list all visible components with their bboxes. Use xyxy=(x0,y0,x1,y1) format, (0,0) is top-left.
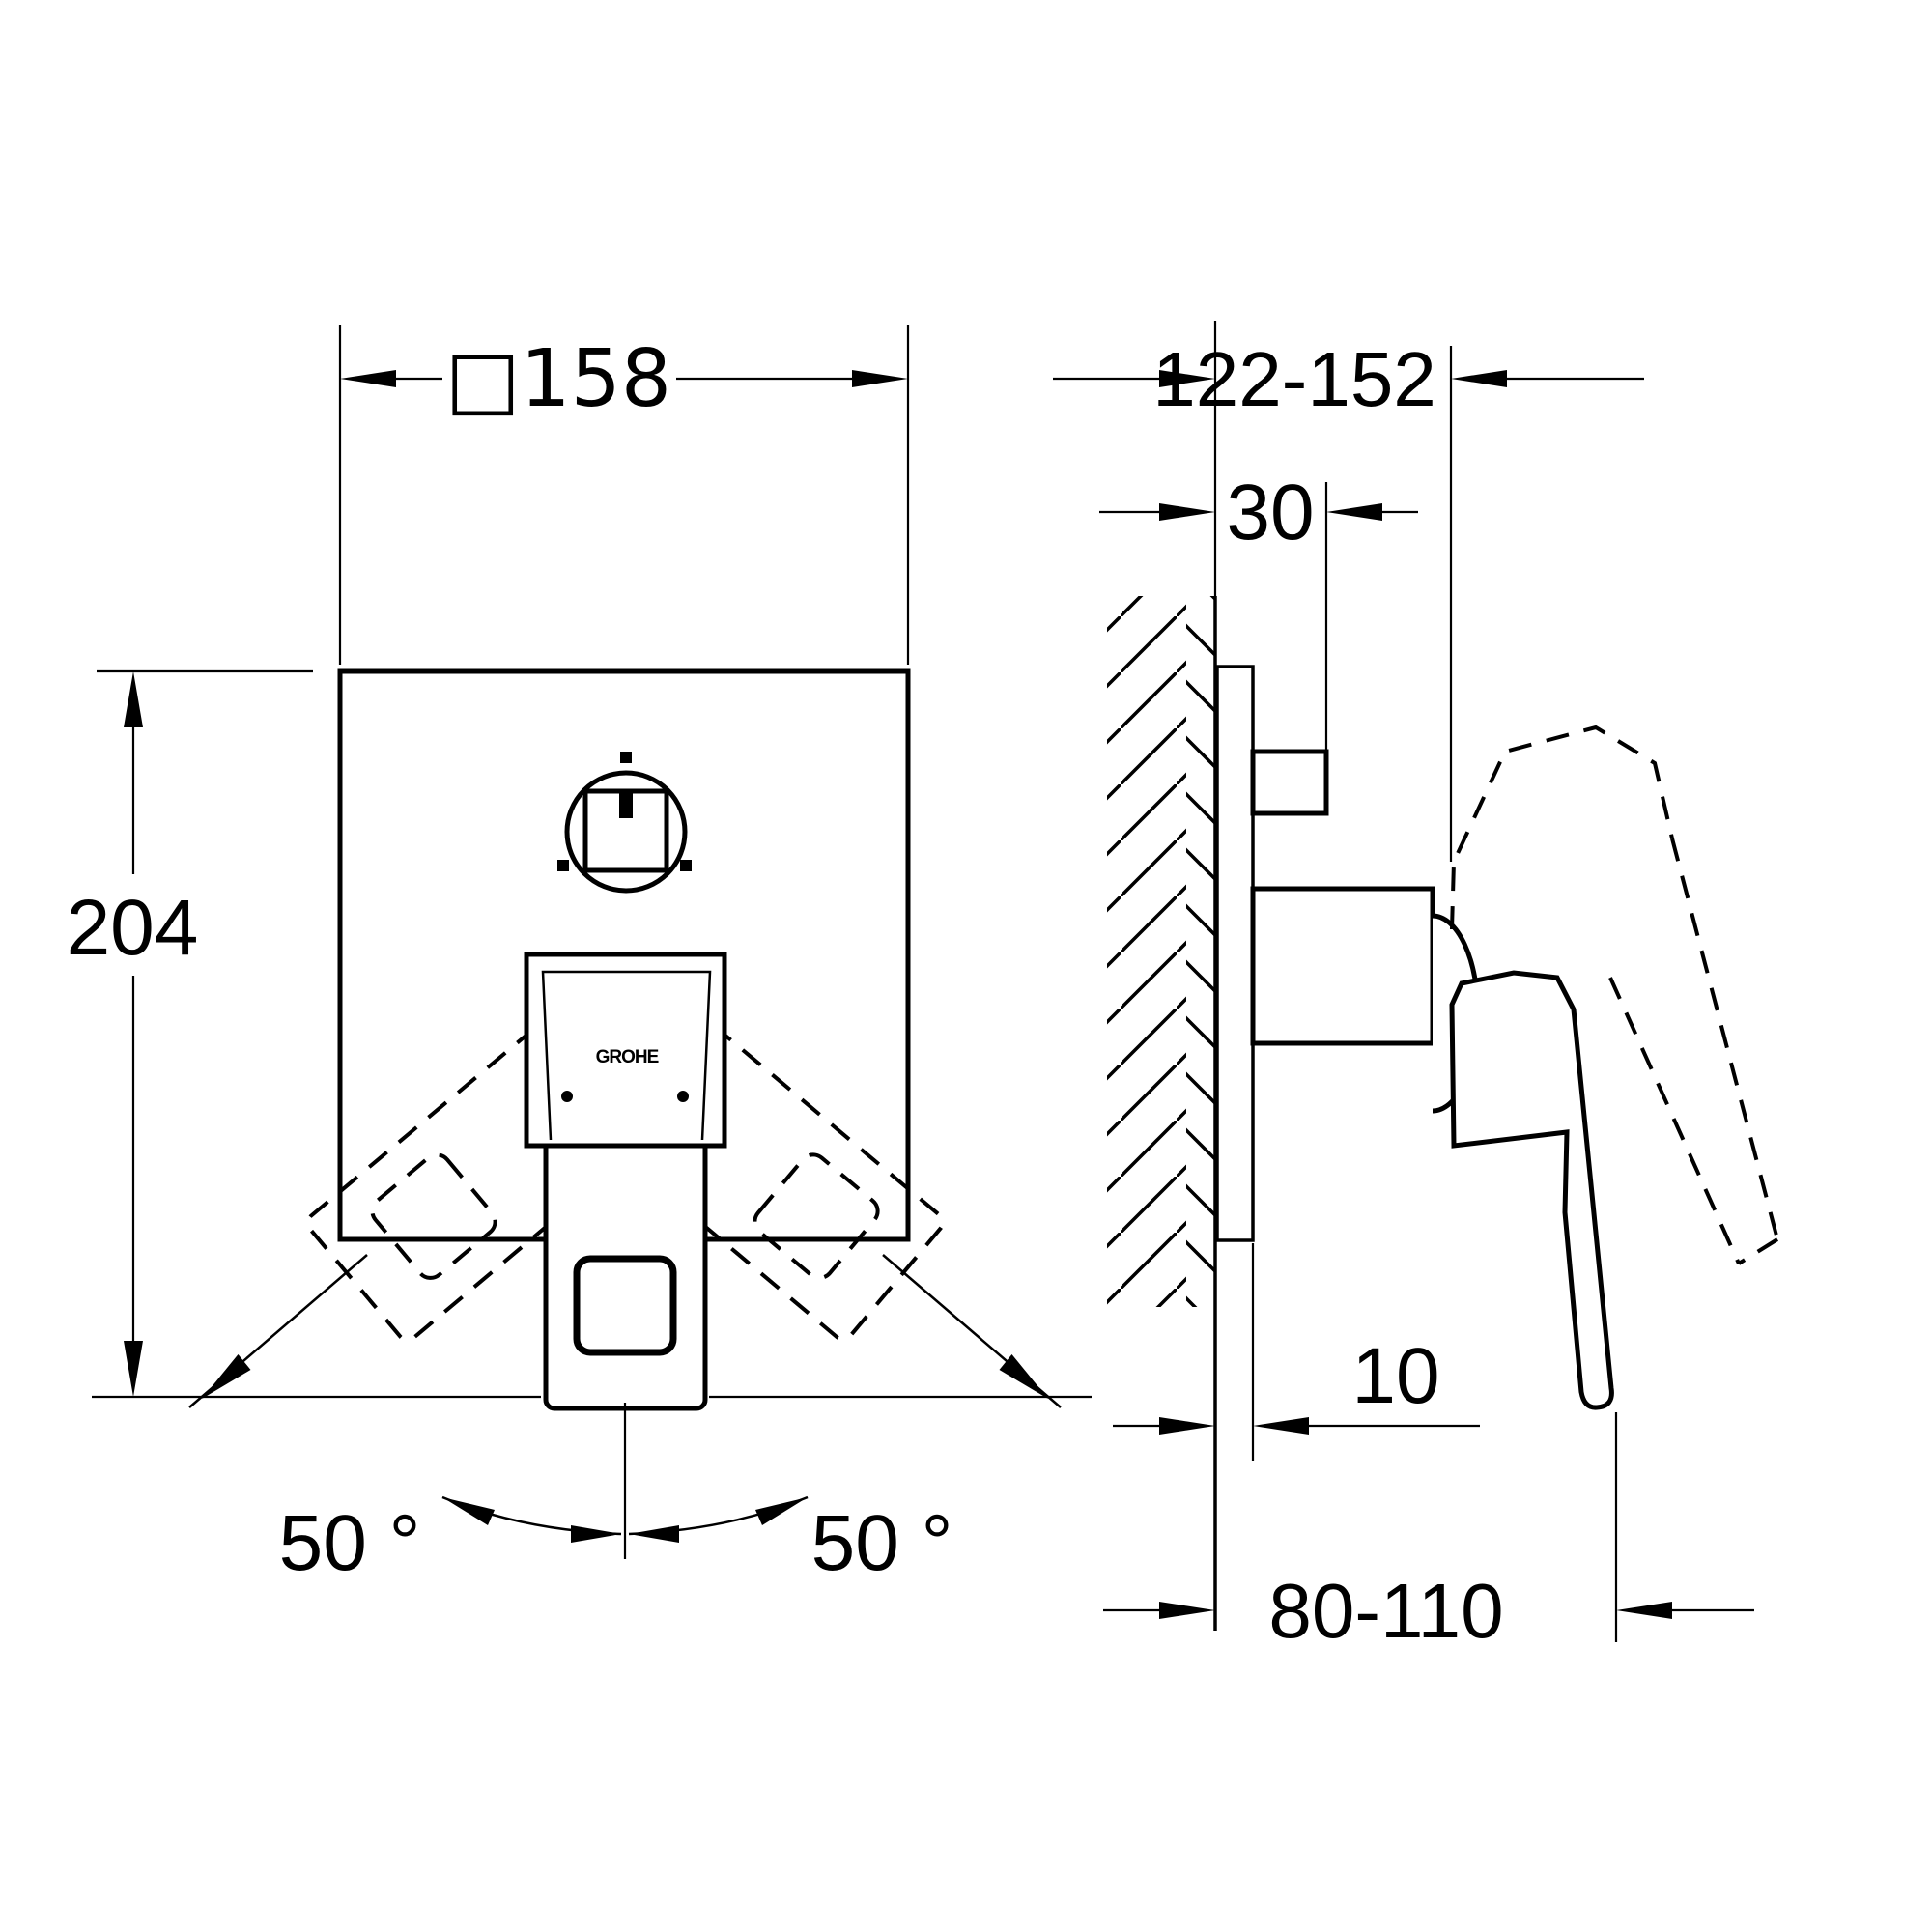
raised-lever-body xyxy=(1450,724,1674,930)
dimension-knob-30: 30 xyxy=(1099,469,1418,750)
dimension-label: 204 xyxy=(67,884,199,972)
angle-label-left: 50 ° xyxy=(279,1499,421,1587)
wall-hatching-inner xyxy=(1186,596,1215,1307)
front-view: GROHE □158 204 xyxy=(67,325,1092,1587)
arrowhead-right-icon xyxy=(1159,503,1215,521)
raised-lever-blade-tip xyxy=(1737,1237,1779,1265)
knob-position-dot-left xyxy=(557,860,569,871)
side-view: 122-152 30 10 80-110 xyxy=(1053,321,1779,1654)
angle-label-right: 50 ° xyxy=(811,1499,953,1587)
dimension-swing-angles: 50 ° 50 ° xyxy=(92,1254,1092,1587)
arrowhead-left-icon xyxy=(340,370,396,387)
arrowhead-right-icon xyxy=(852,370,908,387)
raised-lever-blade-inner xyxy=(1608,977,1741,1264)
angle-arc-left xyxy=(441,1495,622,1536)
dimension-width-158: □158 xyxy=(338,325,910,665)
dimension-label: 122-152 xyxy=(1152,336,1436,422)
dimension-label: 10 xyxy=(1351,1332,1439,1420)
angle-arc-right xyxy=(628,1495,809,1536)
arrowhead-right-icon xyxy=(1159,1417,1215,1435)
lever-pin-right xyxy=(677,1091,689,1102)
raised-lever-blade-outer xyxy=(1670,838,1779,1240)
arrowhead-arc-center-right-icon xyxy=(629,1525,679,1543)
knob-position-dot-right xyxy=(680,860,692,871)
side-knob-box xyxy=(1250,749,1329,816)
lever-swing-left-dashed xyxy=(576,996,945,1342)
wall-hatching-outer xyxy=(1107,596,1186,1307)
lever-housing-inner-line xyxy=(541,970,712,1141)
side-plate xyxy=(1215,665,1255,1242)
arrowhead-arc-outer-right-icon xyxy=(755,1497,808,1525)
arrowhead-arc-center-left-icon xyxy=(571,1525,621,1543)
lever-square-cutout xyxy=(573,1255,677,1356)
diverter-knob-marker xyxy=(619,791,633,818)
arrowhead-right-icon xyxy=(1159,1602,1215,1619)
arrowhead-left-icon xyxy=(1451,370,1507,387)
dimension-plate-10: 10 xyxy=(1113,1243,1480,1461)
lever-housing-front xyxy=(524,952,727,1149)
diverter-knob-circle xyxy=(564,770,688,894)
arrowhead-left-icon xyxy=(1253,1417,1309,1435)
dimension-depth-122-152: 122-152 xyxy=(1053,336,1644,862)
grohe-logo: GROHE xyxy=(596,1047,659,1067)
lever-swing-right-dashed xyxy=(305,997,675,1343)
arrowhead-left-icon xyxy=(1326,503,1382,521)
side-mixer-body xyxy=(1250,886,1435,1046)
dimension-height-204: 204 xyxy=(67,669,313,1397)
arrowhead-right-icon xyxy=(1159,370,1215,387)
knob-position-dot-top xyxy=(620,752,632,763)
arrowhead-leg-right-icon xyxy=(999,1354,1048,1399)
dimension-label: 30 xyxy=(1226,469,1314,556)
arrowhead-up-icon xyxy=(124,671,143,727)
side-lever-solid xyxy=(1449,970,1614,1410)
dimension-label: 80-110 xyxy=(1268,1568,1503,1654)
arrowhead-down-icon xyxy=(124,1341,143,1397)
dimension-label: □158 xyxy=(445,333,671,425)
dimension-reach-80-110: 80-110 xyxy=(1103,1412,1754,1654)
arrowhead-left-icon xyxy=(1616,1602,1672,1619)
arrowhead-leg-left-icon xyxy=(202,1354,251,1399)
lever-pin-left xyxy=(561,1091,573,1102)
arrowhead-arc-outer-left-icon xyxy=(442,1497,495,1525)
